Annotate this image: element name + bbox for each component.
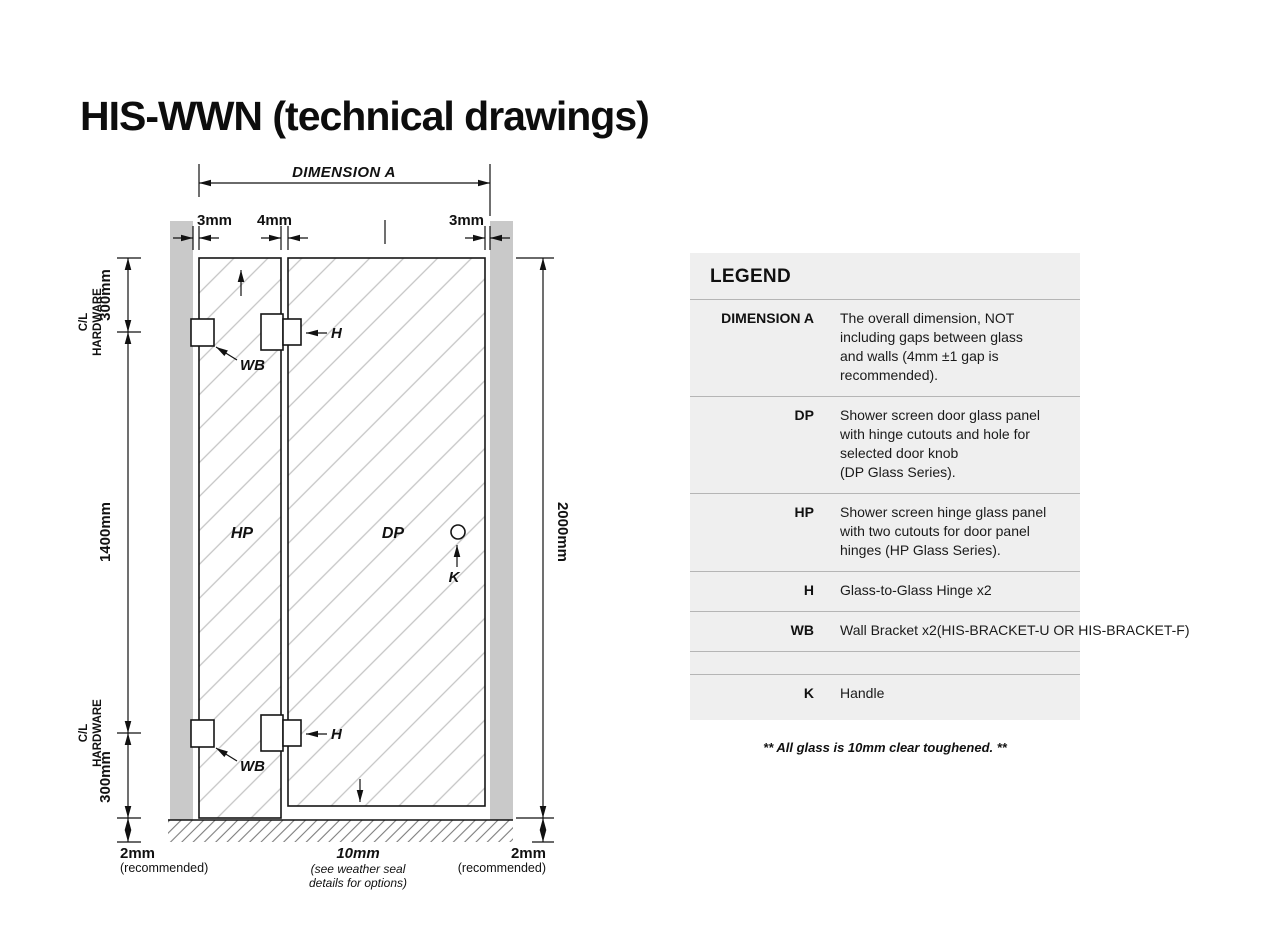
walls — [170, 221, 513, 820]
dim-300-bottom-label: 300mm — [97, 751, 114, 803]
floor-gap-left: 2mm (recommended) — [120, 845, 208, 875]
hinge-top-label: H — [331, 325, 343, 342]
dimension-a-group: DIMENSION A — [198, 164, 491, 216]
floor-right-note: (recommended) — [458, 861, 546, 875]
legend-description: Wall Bracket x2(HIS-BRACKET-U OR HIS-BRA… — [840, 622, 1190, 639]
legend-row-h: H Glass-to-Glass Hinge x2 — [690, 571, 1080, 611]
legend-description: The overall dimension, NOT including gap… — [840, 310, 1023, 384]
gap-left-label: 3mm — [197, 212, 232, 229]
bracket-bottom-label: WB — [240, 758, 265, 775]
top-gap-dimensions: 3mm 4mm 3mm — [173, 212, 510, 250]
handle-hole — [450, 524, 466, 540]
legend-panel: LEGEND DIMENSION A The overall dimension… — [690, 253, 1190, 721]
top-hinge: H — [260, 313, 343, 351]
floor-gap-center: 10mm (see weather seal details for optio… — [309, 845, 407, 890]
bottom-wall-bracket: WB — [190, 719, 265, 775]
legend-description: Shower screen hinge glass panel with two… — [840, 504, 1047, 559]
legend-term: DP — [794, 407, 814, 424]
legend-row-hp: HP Shower screen hinge glass panel with … — [690, 493, 1080, 571]
dim-1400-label: 1400mm — [97, 502, 114, 562]
legend-term: H — [803, 582, 814, 599]
left-wall — [170, 221, 193, 820]
floor-left-value: 2mm — [120, 845, 155, 862]
dim-2000-label: 2000mm — [554, 502, 571, 562]
dim-300-top-label: 300mm — [97, 269, 114, 321]
legend-row-wb: WB Wall Bracket x2(HIS-BRACKET-U OR HIS-… — [690, 611, 1190, 651]
floor-right-value: 2mm — [511, 845, 546, 862]
dimension-a-label: DIMENSION A — [292, 164, 396, 181]
legend-term: WB — [790, 622, 814, 639]
right-wall — [490, 221, 513, 820]
legend-description: Shower screen door glass panel with hing… — [840, 407, 1041, 481]
page-title: HIS-WWN (technical drawings) — [80, 93, 650, 140]
right-dimensions: 2000mm — [516, 257, 571, 843]
gap-right-label: 3mm — [449, 212, 484, 229]
legend-term: K — [803, 685, 814, 702]
legend-row-k: K Handle — [690, 674, 1080, 714]
bracket-top-label: WB — [240, 357, 265, 374]
floor-left-note: (recommended) — [120, 861, 208, 875]
technical-drawing: DIMENSION A 3mm 4mm 3mm — [78, 164, 571, 890]
legend-term: DIMENSION A — [721, 310, 814, 326]
floor-center-note-1: (see weather seal — [311, 862, 406, 876]
dp-panel-label: DP — [382, 525, 405, 542]
legend-description: Glass-to-Glass Hinge x2 — [840, 582, 992, 599]
floor-gap-right: 2mm (recommended) — [458, 845, 546, 875]
left-dimensions: 300mm 1400mm 300mm C/L HARDWARE C/L HARD… — [78, 257, 141, 843]
legend-row-dp: DP Shower screen door glass panel with h… — [690, 396, 1080, 493]
legend-row-dimension-a: DIMENSION A The overall dimension, NOT i… — [690, 299, 1080, 396]
cl-hardware-top-line2: HARDWARE — [92, 288, 104, 356]
legend-title: LEGEND — [710, 266, 791, 287]
legend-description: Handle — [840, 685, 885, 702]
gap-middle-label: 4mm — [257, 212, 292, 229]
legend-spacer-row — [690, 651, 1080, 674]
handle-label: K — [449, 569, 461, 586]
hp-panel-label: HP — [231, 525, 254, 542]
cl-hardware-top-line1: C/L — [78, 313, 90, 332]
hinge-bottom-label: H — [331, 726, 343, 743]
glass-footnote: ** All glass is 10mm clear toughened. ** — [763, 740, 1007, 755]
floor-hatch — [168, 820, 513, 842]
handle: K — [449, 524, 466, 586]
floor-center-value: 10mm — [336, 845, 379, 862]
top-wall-bracket: WB — [190, 318, 265, 374]
bottom-hinge: H — [260, 714, 343, 752]
floor — [168, 819, 513, 842]
legend-term: HP — [794, 504, 814, 521]
cl-hardware-bottom-line1: C/L — [78, 724, 90, 743]
floor-center-note-2: details for options) — [309, 876, 407, 890]
cl-hardware-bottom-line2: HARDWARE — [92, 699, 104, 767]
